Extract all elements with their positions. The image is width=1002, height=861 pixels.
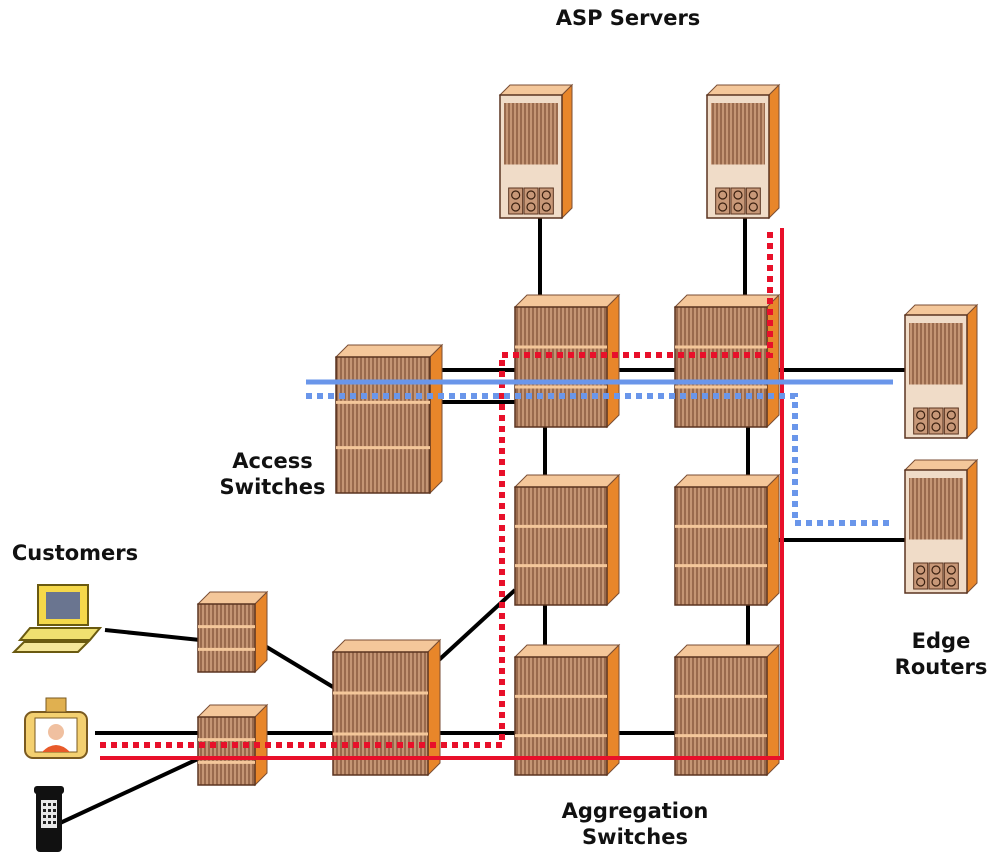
videophone-icon: [24, 697, 88, 759]
edge-label-line1: Edge: [911, 629, 971, 653]
asp-server-2: [705, 83, 781, 220]
network-links: [44, 218, 905, 832]
asp-servers-label: ASP Servers: [555, 6, 701, 30]
core-switch-r3c1: [513, 643, 621, 777]
aggregation-switches-label: Aggregation Switches: [540, 798, 730, 850]
pc-icon: [11, 584, 103, 653]
core-switch-r3c2: [673, 643, 781, 777]
edge-router-1: [903, 303, 979, 440]
edge-router-2: [903, 458, 979, 595]
customers-label: Customers: [11, 541, 139, 565]
telephone-icon: [34, 786, 64, 852]
access-label-line1: Access: [232, 449, 313, 473]
red-dotted-path: [100, 228, 773, 748]
aggregation-label-line1: Aggregation: [561, 799, 709, 823]
aggregation-label-line2: Switches: [582, 825, 688, 849]
core-switch-r2c2: [673, 473, 781, 607]
access-switch: [334, 343, 444, 495]
blue-dotted-path: [306, 393, 893, 526]
asp-server-1: [498, 83, 574, 220]
customer-switch-1: [196, 590, 269, 674]
access-label-line2: Switches: [219, 475, 326, 499]
traffic-paths: [100, 228, 893, 760]
customer-switch-2: [196, 703, 269, 787]
access-switches-label: Access Switches: [210, 448, 335, 500]
edge-routers-label: Edge Routers: [880, 628, 1002, 680]
link-phone-switch: [44, 756, 201, 832]
link-sw1-agg: [253, 638, 340, 692]
core-switch-r1c2: [673, 293, 781, 429]
edge-label-line2: Routers: [894, 655, 988, 679]
red-solid-path: [100, 228, 784, 760]
core-switch-r1c1: [513, 293, 621, 429]
customer-aggregation-switch: [331, 638, 442, 777]
link-pc-switch: [104, 628, 201, 642]
core-switch-r2c1: [513, 473, 621, 607]
